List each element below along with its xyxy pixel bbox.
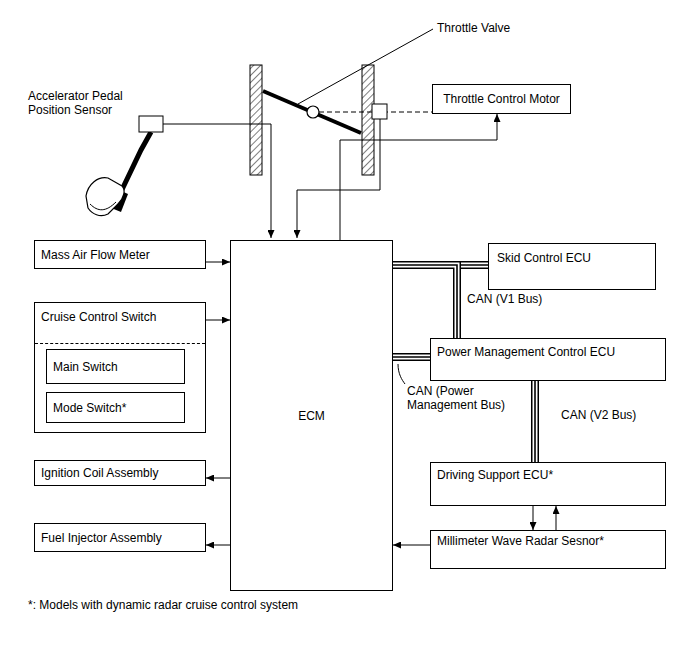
signal-arrow [533, 506, 534, 530]
box-label: Fuel Injector Assembly [41, 531, 162, 545]
box-label: Driving Support ECU* [437, 468, 553, 482]
footnote: *: Models with dynamic radar cruise cont… [28, 598, 298, 612]
switch-group-box: Cruise Control SwitchMain SwitchMode Swi… [34, 302, 206, 433]
ecu-box: Skid Control ECU [488, 243, 656, 290]
signal-arrow [393, 545, 430, 546]
part-name: Accelerator Pedal Position Sensor [28, 89, 138, 117]
throttle-position-sensor [372, 104, 387, 119]
signal-arrow [206, 545, 230, 546]
bus-label: CAN (V2 Bus) [561, 408, 636, 422]
can-bus-line [535, 381, 536, 462]
leader-line [298, 29, 433, 104]
throttle-body-wall [362, 65, 374, 175]
driver-shoe-sole [90, 202, 116, 210]
box-label: Main Switch [53, 360, 118, 374]
box-label: Cruise Control Switch [41, 310, 156, 324]
box-label: Throttle Control Motor [443, 92, 560, 106]
box-label: ECM [298, 409, 325, 423]
sensor-box: Mass Air Flow Meter [34, 240, 206, 269]
signal-arrow [340, 114, 497, 240]
bus-label: CAN (V1 Bus) [467, 292, 542, 306]
sensor-box: Millimeter Wave Radar Sesnor* [430, 530, 666, 569]
bus-label: CAN (Power Management Bus) [407, 384, 507, 412]
valve-pivot [307, 106, 319, 118]
box-label: Skid Control ECU [497, 251, 591, 265]
switch-box: Mode Switch* [46, 392, 185, 423]
ecu-box: Power Management Control ECU [430, 338, 666, 381]
box-label: Mode Switch* [53, 401, 126, 415]
signal-arrow [556, 506, 557, 530]
actuator-box: Fuel Injector Assembly [34, 523, 206, 552]
can-bus-line [393, 357, 430, 358]
box-label: Power Management Control ECU [437, 345, 615, 359]
signal-arrow [206, 478, 230, 479]
signal-arrow [206, 320, 230, 321]
ecm-box: ECM [230, 240, 393, 591]
ecu-box: Driving Support ECU* [430, 462, 666, 506]
signal-arrow [206, 262, 230, 263]
actuator-box: Ignition Coil Assembly [34, 460, 206, 486]
box-label: Ignition Coil Assembly [41, 466, 158, 480]
box-label: Mass Air Flow Meter [41, 248, 150, 262]
throttle-body-wall [250, 65, 262, 175]
part-name: Throttle Valve [437, 21, 510, 35]
switch-box: Main Switch [46, 349, 185, 384]
driver-shoe [86, 178, 124, 216]
pedal-sensor [139, 116, 163, 132]
actuator-box: Throttle Control Motor [432, 84, 571, 114]
box-label: Millimeter Wave Radar Sesnor* [437, 534, 604, 548]
divider-line [35, 343, 205, 344]
can-bus-line [393, 265, 457, 338]
leader-line [398, 364, 405, 384]
